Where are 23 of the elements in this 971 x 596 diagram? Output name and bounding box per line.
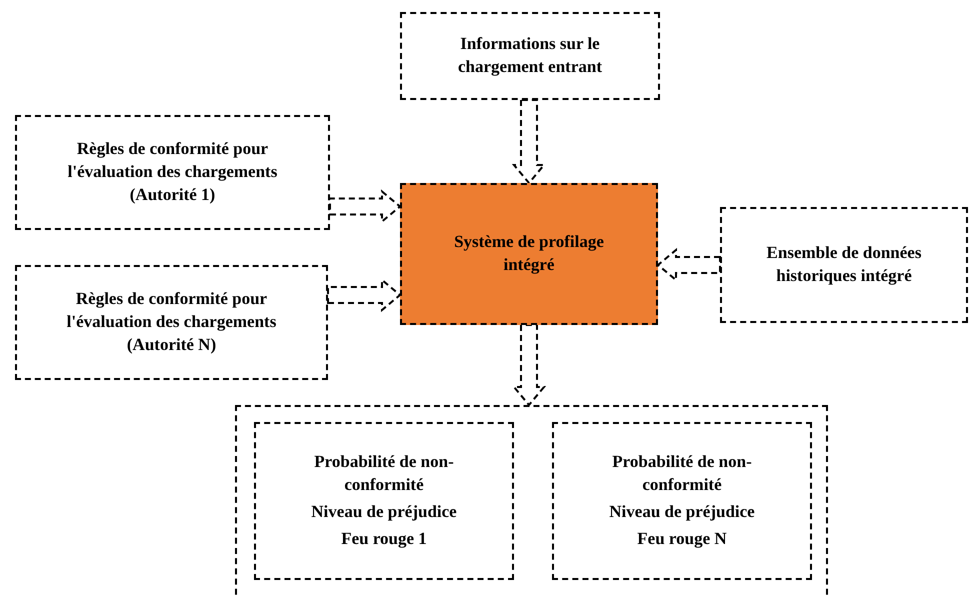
- box-text: Feu rouge N: [637, 528, 727, 550]
- block-arrow: [327, 278, 402, 312]
- block-arrow: [656, 248, 721, 282]
- box-text: Ensemble de données historiques intégré: [766, 242, 922, 287]
- box-text: Feu rouge 1: [341, 528, 427, 550]
- box-text: Règles de conformité pour l'évaluation des chargements (Autorité 1): [66, 138, 278, 206]
- group-box: [235, 405, 828, 596]
- text-box: [552, 422, 812, 580]
- block-arrow: [512, 324, 546, 407]
- box-text: Probabilité de non-conformité: [611, 451, 753, 496]
- text-box: [400, 183, 658, 325]
- box-text: Système de profilage intégré: [453, 231, 605, 276]
- box-text: Niveau de préjudice: [311, 501, 457, 523]
- text-box: [254, 422, 514, 580]
- text-box: [400, 12, 660, 100]
- block-arrow: [329, 189, 402, 224]
- text-box: [15, 115, 330, 230]
- box-text: Informations sur le chargement entrant: [457, 33, 603, 78]
- box-text: Règles de conformité pour l'évaluation des chargements (Autorité N): [66, 288, 278, 356]
- text-box: [720, 207, 968, 323]
- box-text: Niveau de préjudice: [609, 501, 755, 523]
- text-box: [15, 265, 328, 380]
- box-text: Probabilité de non-conformité: [313, 451, 455, 496]
